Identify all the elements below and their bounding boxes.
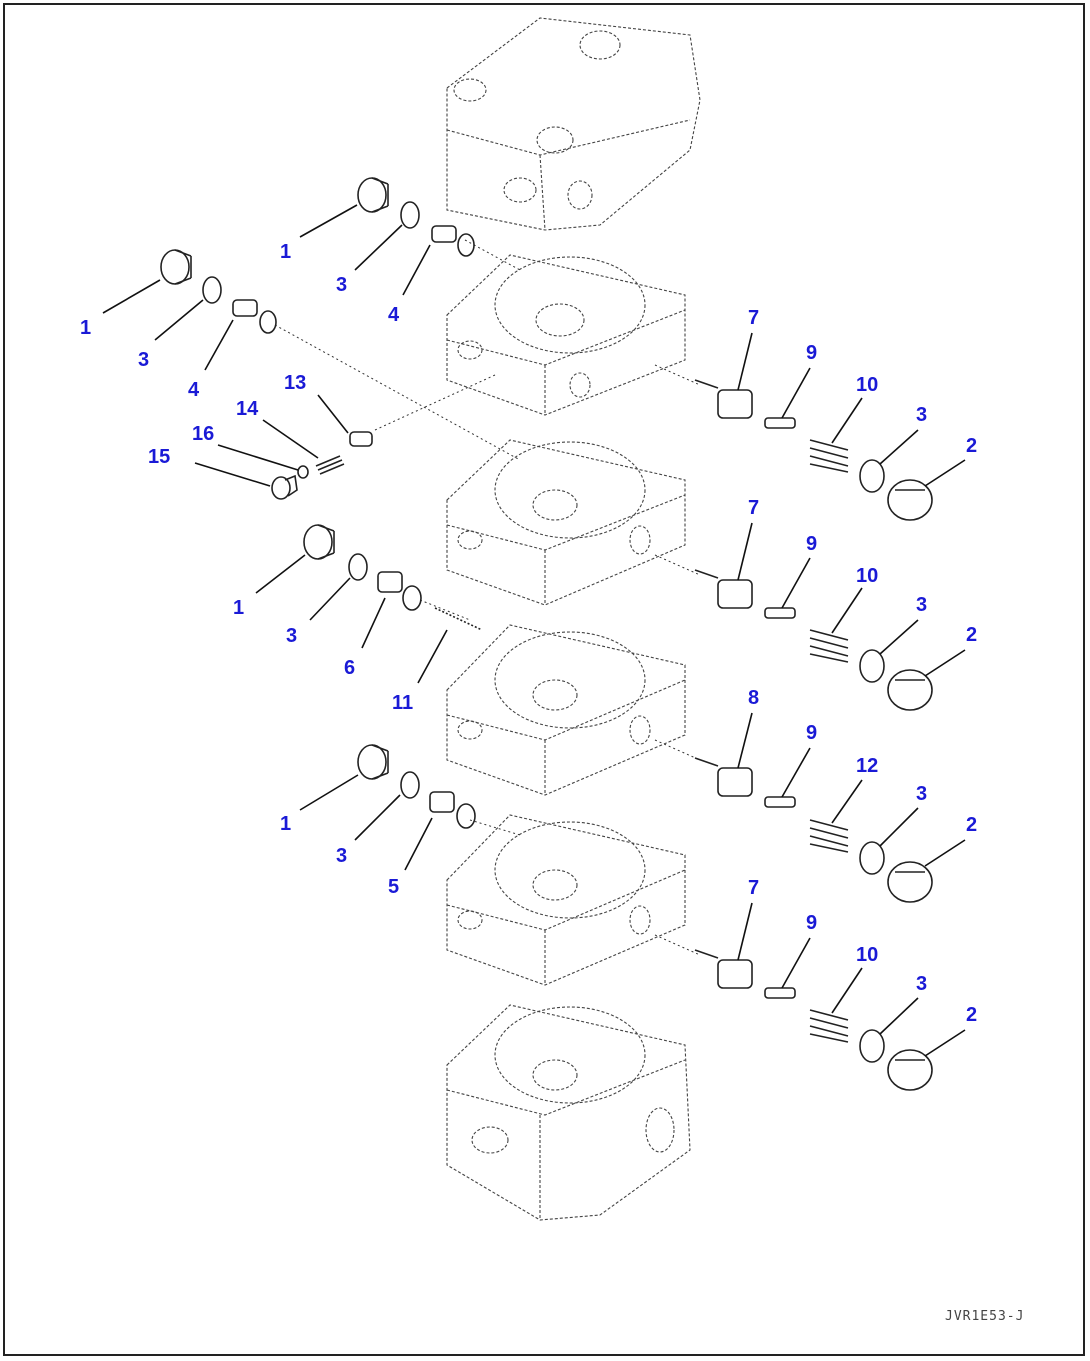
callout-1: 1 xyxy=(80,317,91,339)
o-ring-part-3-b xyxy=(202,276,222,304)
callout-3: 3 xyxy=(138,349,149,371)
callout-1: 1 xyxy=(233,597,244,619)
valve-part-4-b xyxy=(232,299,277,334)
pin-part-9-d xyxy=(764,987,796,999)
callout-12: 12 xyxy=(856,755,878,777)
callout-3: 3 xyxy=(916,594,927,616)
callout-10: 10 xyxy=(856,944,878,966)
spring-part-11 xyxy=(434,607,483,631)
plug-part-2-c xyxy=(887,861,933,903)
callout-3: 3 xyxy=(336,274,347,296)
callout-7: 7 xyxy=(748,877,759,899)
valve-section-2 xyxy=(446,439,686,606)
callout-8: 8 xyxy=(748,687,759,709)
callout-5: 5 xyxy=(388,876,399,898)
leader-lines xyxy=(102,204,966,1057)
ball-part-16 xyxy=(297,465,309,479)
callout-10: 10 xyxy=(856,374,878,396)
valve-section-3 xyxy=(446,624,686,796)
spring-part-10-c xyxy=(809,1009,849,1043)
plug-part-1-a xyxy=(357,177,389,213)
o-ring-part-3-e xyxy=(859,649,885,683)
plug-part-1-c xyxy=(303,524,335,560)
callout-2: 2 xyxy=(966,814,977,836)
callout-13: 13 xyxy=(284,372,306,394)
drawing-frame xyxy=(3,3,1085,1356)
pin-part-9-b xyxy=(764,607,796,619)
assembly-lines xyxy=(274,239,701,956)
callout-14: 14 xyxy=(236,398,259,420)
valve-section-1 xyxy=(446,254,686,416)
callout-4: 4 xyxy=(188,379,200,401)
callout-2: 2 xyxy=(966,624,977,646)
callout-9: 9 xyxy=(806,342,817,364)
top-valve-block xyxy=(446,17,701,231)
sleeve-part-13 xyxy=(349,431,373,447)
callout-3: 3 xyxy=(916,973,927,995)
spool-part-8 xyxy=(694,757,753,797)
o-ring-part-3-d xyxy=(348,553,368,581)
pin-part-9-a xyxy=(764,417,796,429)
plug-part-2-a xyxy=(887,479,933,521)
plug-part-1-d xyxy=(357,744,389,780)
spool-part-7-b xyxy=(694,569,753,609)
callout-9: 9 xyxy=(806,533,817,555)
drawing-code: JVR1E53-J xyxy=(945,1309,1024,1324)
callout-10: 10 xyxy=(856,565,878,587)
spring-part-14 xyxy=(315,455,345,475)
plug-part-2-d xyxy=(887,1049,933,1091)
o-ring-part-3-a xyxy=(400,201,420,229)
spool-part-7-a xyxy=(694,379,753,419)
callout-16: 16 xyxy=(192,423,214,445)
pin-part-9-c xyxy=(764,796,796,808)
callout-2: 2 xyxy=(966,435,977,457)
callout-4: 4 xyxy=(388,304,400,326)
screw-part-15 xyxy=(271,474,298,500)
spring-part-10-b xyxy=(809,629,849,663)
valve-part-4-a xyxy=(431,225,475,257)
bottom-valve-block xyxy=(446,1004,691,1221)
callout-1: 1 xyxy=(280,241,291,263)
callout-3: 3 xyxy=(916,404,927,426)
valve-part-6 xyxy=(377,571,422,611)
plug-part-1-b xyxy=(160,249,192,285)
valve-part-5 xyxy=(429,791,476,829)
callout-3: 3 xyxy=(286,625,297,647)
callout-6: 6 xyxy=(344,657,355,679)
spring-part-10-a xyxy=(809,439,849,473)
callout-3: 3 xyxy=(336,845,347,867)
callout-7: 7 xyxy=(748,307,759,329)
callout-1: 1 xyxy=(280,813,291,835)
callout-9: 9 xyxy=(806,912,817,934)
o-ring-part-3-c xyxy=(859,459,885,493)
callout-3: 3 xyxy=(916,783,927,805)
callout-9: 9 xyxy=(806,722,817,744)
o-ring-part-3-f xyxy=(859,841,885,875)
spool-part-7-c xyxy=(694,949,753,989)
callout-15: 15 xyxy=(148,446,170,468)
plug-part-2-b xyxy=(887,669,933,711)
callout-7: 7 xyxy=(748,497,759,519)
spring-part-12 xyxy=(809,819,849,853)
callout-11: 11 xyxy=(392,692,413,714)
callout-2: 2 xyxy=(966,1004,977,1026)
valve-section-4 xyxy=(446,814,686,986)
o-ring-part-3-g xyxy=(400,771,420,799)
o-ring-part-3-h xyxy=(859,1029,885,1063)
